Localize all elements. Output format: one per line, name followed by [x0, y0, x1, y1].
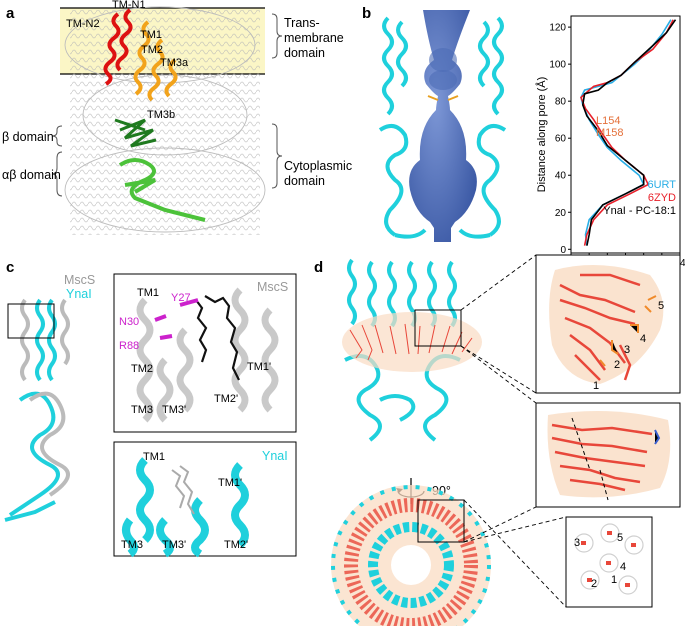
- top-inset-helices: [136, 287, 279, 423]
- green-beta-domain: [114, 118, 157, 148]
- y-tick-label-6: 120: [549, 23, 566, 34]
- label-tm1: TM1: [140, 29, 162, 41]
- bottom-inset-tm1: TM1: [143, 451, 165, 463]
- inset1-num-3: 3: [624, 344, 630, 356]
- panel-d-letter: d: [314, 259, 323, 276]
- pore-radius-chart: 04812162024020406080100120Pore radius (Å…: [535, 15, 685, 282]
- bottom-inset-lipid: [171, 465, 195, 515]
- lipid-inset-2-headgroup: [654, 429, 661, 445]
- label-tm-n1: TM-N1: [112, 0, 146, 11]
- legend-entry-2: YnaI - PC-18:1: [603, 205, 676, 217]
- overlay-zoom-box: [7, 303, 55, 339]
- tm-domain-line3: domain: [284, 46, 325, 60]
- chart-frame: [570, 15, 681, 254]
- inset1-num-2: 2: [614, 359, 620, 371]
- residue-n30: N30: [119, 316, 139, 328]
- domain-braces: [51, 13, 283, 197]
- inset3-num-3: 3: [574, 537, 580, 549]
- inset1-num-4: 4: [640, 333, 646, 345]
- legend-entry-0: 6URT: [647, 179, 676, 191]
- annotation-l154: L154: [596, 115, 620, 127]
- overlay-ynal-label: YnaI: [66, 287, 92, 301]
- orange-helices: [133, 20, 178, 102]
- tm-domain-line1: Trans-: [284, 16, 320, 30]
- overlay-structure: [4, 298, 70, 522]
- gray-protein-outline: [64, 6, 266, 235]
- y-tick-label-0: 0: [560, 245, 566, 256]
- lipid-inset-3-rings: [574, 523, 644, 595]
- top-inset-tm1-prime: TM1': [247, 361, 271, 373]
- panel-a-letter: a: [6, 5, 15, 22]
- top-inset-tm3: TM3: [131, 404, 153, 416]
- cyan-protein: [378, 16, 507, 239]
- pore-residues: [427, 95, 459, 101]
- legend-entry-1: 6ZYD: [648, 192, 676, 204]
- y-axis-label: Distance along pore (Å): [535, 77, 548, 193]
- top-inset-residues: [154, 298, 199, 340]
- zoom-connectors: [460, 254, 567, 608]
- inset1-num-5: 5: [658, 300, 664, 312]
- pore-bulge-2: [429, 70, 457, 90]
- panel-d: d 90°: [314, 254, 681, 626]
- label-tm-n2: TM-N2: [66, 18, 100, 30]
- top-inset-tm2-prime: TM2': [214, 393, 238, 405]
- side-zoom-box: [414, 309, 462, 347]
- bottom-inset-tm1-prime: TM1': [218, 477, 242, 489]
- alphabeta-domain-label: αβ domain: [2, 168, 61, 182]
- residue-y27: Y27: [171, 292, 191, 304]
- label-tm3a: TM3a: [160, 57, 189, 69]
- bottom-inset-tm3-prime: TM3': [162, 539, 186, 551]
- inset3-num-1: 1: [611, 574, 617, 586]
- top-inset-lipid: [195, 295, 240, 381]
- y-tick-label-4: 80: [555, 97, 567, 108]
- y-tick-label-1: 20: [555, 208, 567, 219]
- green-alphabeta-domain: [118, 158, 206, 222]
- y-tick-label-5: 100: [549, 60, 566, 71]
- residue-r88: R88: [119, 340, 139, 352]
- inset3-num-5: 5: [617, 532, 623, 544]
- panel-b-letter: b: [362, 5, 371, 22]
- lipid-inset-2-dashes: [571, 417, 609, 501]
- top-inset-tm2: TM2: [131, 363, 153, 375]
- tm-domain-line2: membrane: [284, 31, 344, 45]
- lipid-inset-1-headgroups: [599, 295, 657, 367]
- y-tick-label-3: 60: [555, 134, 567, 145]
- cyto-domain-line1: Cytoplasmic: [284, 159, 352, 173]
- inset3-num-2: 2: [591, 578, 597, 590]
- panel-a: a TM-N1: [2, 0, 352, 235]
- lipid-inset-2-chains: [551, 423, 653, 492]
- series-line-2: [581, 19, 677, 246]
- lipid-side-view: [349, 323, 473, 361]
- pore-bulge-1: [429, 48, 457, 72]
- cyto-domain-line2: domain: [284, 174, 325, 188]
- helix-labels: TM-N1 TM-N2 TM1 TM2 TM3a TM3b: [66, 0, 189, 121]
- pore-surface: [409, 10, 477, 242]
- bottom-inset-tm3: TM3: [121, 539, 143, 551]
- overlay-mscs-label: MscS: [64, 273, 95, 287]
- lipid-halo-side: [342, 312, 482, 372]
- top-inset-tm1: TM1: [137, 287, 159, 299]
- bottom-inset-tm2-prime: TM2': [224, 539, 248, 551]
- lipid-inset-3-dots: [581, 531, 636, 587]
- label-tm3b: TM3b: [147, 109, 175, 121]
- beta-domain-label: β domain: [2, 130, 54, 144]
- bottom-inset-helices: [122, 457, 249, 558]
- annotation-m158: M158: [596, 127, 624, 139]
- inset1-num-1: 1: [593, 380, 599, 392]
- panel-c-letter: c: [6, 259, 14, 276]
- label-tm2: TM2: [141, 44, 163, 56]
- bottom-inset-title: YnaI: [262, 449, 288, 463]
- top-zoom-box: [417, 499, 465, 543]
- inset3-num-4: 4: [620, 561, 626, 573]
- top-inset-tm3-prime: TM3': [162, 404, 186, 416]
- y-tick-label-2: 40: [555, 171, 567, 182]
- panel-b: b 04812162024020406080100120Pore radius …: [362, 5, 685, 282]
- panel-c: c MscS YnaI: [4, 259, 297, 558]
- red-helices: [103, 8, 133, 86]
- top-inset-title: MscS: [257, 280, 288, 294]
- top-view-ring: [331, 485, 491, 626]
